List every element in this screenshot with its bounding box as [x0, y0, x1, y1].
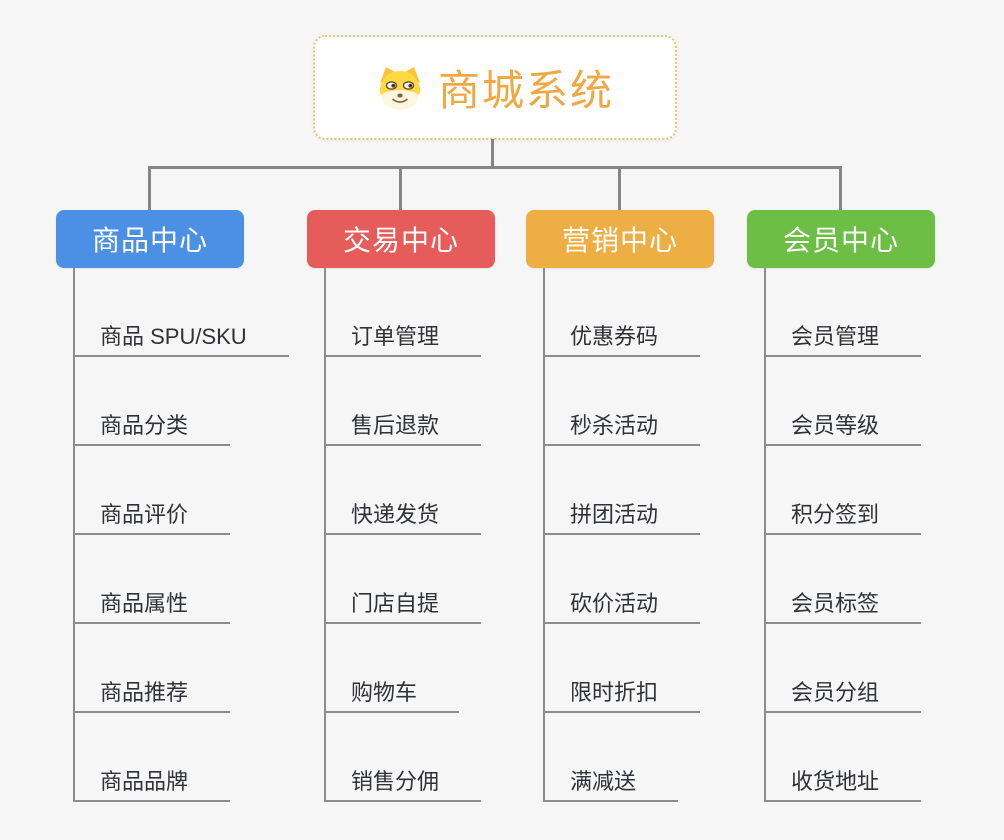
child-node[interactable]: 商品评价	[73, 499, 231, 535]
child-node[interactable]: 秒杀活动	[543, 410, 701, 446]
child-node[interactable]: 限时折扣	[543, 677, 701, 713]
child-node[interactable]: 会员等级	[764, 410, 922, 446]
root-node[interactable]: 商城系统	[313, 35, 677, 140]
child-node[interactable]: 拼团活动	[543, 499, 701, 535]
branch-header-member-center[interactable]: 会员中心	[747, 210, 935, 268]
child-node[interactable]: 商品属性	[73, 588, 231, 624]
child-node[interactable]: 商品品牌	[73, 766, 231, 802]
child-node[interactable]: 会员分组	[764, 677, 922, 713]
connector-drop-trade	[399, 166, 402, 211]
connector-drop-product	[148, 166, 151, 211]
child-node[interactable]: 会员标签	[764, 588, 922, 624]
branch-header-marketing-center[interactable]: 营销中心	[526, 210, 714, 268]
child-node[interactable]: 售后退款	[324, 410, 482, 446]
branch-column-line	[324, 268, 326, 802]
child-node[interactable]: 订单管理	[324, 321, 482, 357]
connector-horizontal-bar	[148, 166, 842, 169]
child-node[interactable]: 快递发货	[324, 499, 482, 535]
branch-column-line	[73, 268, 75, 802]
child-node[interactable]: 砍价活动	[543, 588, 701, 624]
branch-column-line	[764, 268, 766, 802]
child-node[interactable]: 门店自提	[324, 588, 482, 624]
child-node[interactable]: 商品 SPU/SKU	[73, 321, 289, 357]
branch-header-trade-center[interactable]: 交易中心	[307, 210, 495, 268]
child-node[interactable]: 商品分类	[73, 410, 231, 446]
child-node[interactable]: 积分签到	[764, 499, 922, 535]
child-node[interactable]: 商品推荐	[73, 677, 231, 713]
connector-root-stem	[491, 139, 494, 167]
branch-column-line	[543, 268, 545, 802]
child-node[interactable]: 购物车	[324, 677, 460, 713]
child-node[interactable]: 优惠券码	[543, 321, 701, 357]
doge-face-icon	[379, 66, 420, 110]
connector-drop-member	[839, 166, 842, 211]
child-node[interactable]: 销售分佣	[324, 766, 482, 802]
connector-drop-marketing	[618, 166, 621, 211]
branch-header-product-center[interactable]: 商品中心	[56, 210, 244, 268]
child-node[interactable]: 会员管理	[764, 321, 922, 357]
child-node[interactable]: 收货地址	[764, 766, 922, 802]
child-node[interactable]: 满减送	[543, 766, 679, 802]
root-title: 商城系统	[437, 67, 614, 114]
